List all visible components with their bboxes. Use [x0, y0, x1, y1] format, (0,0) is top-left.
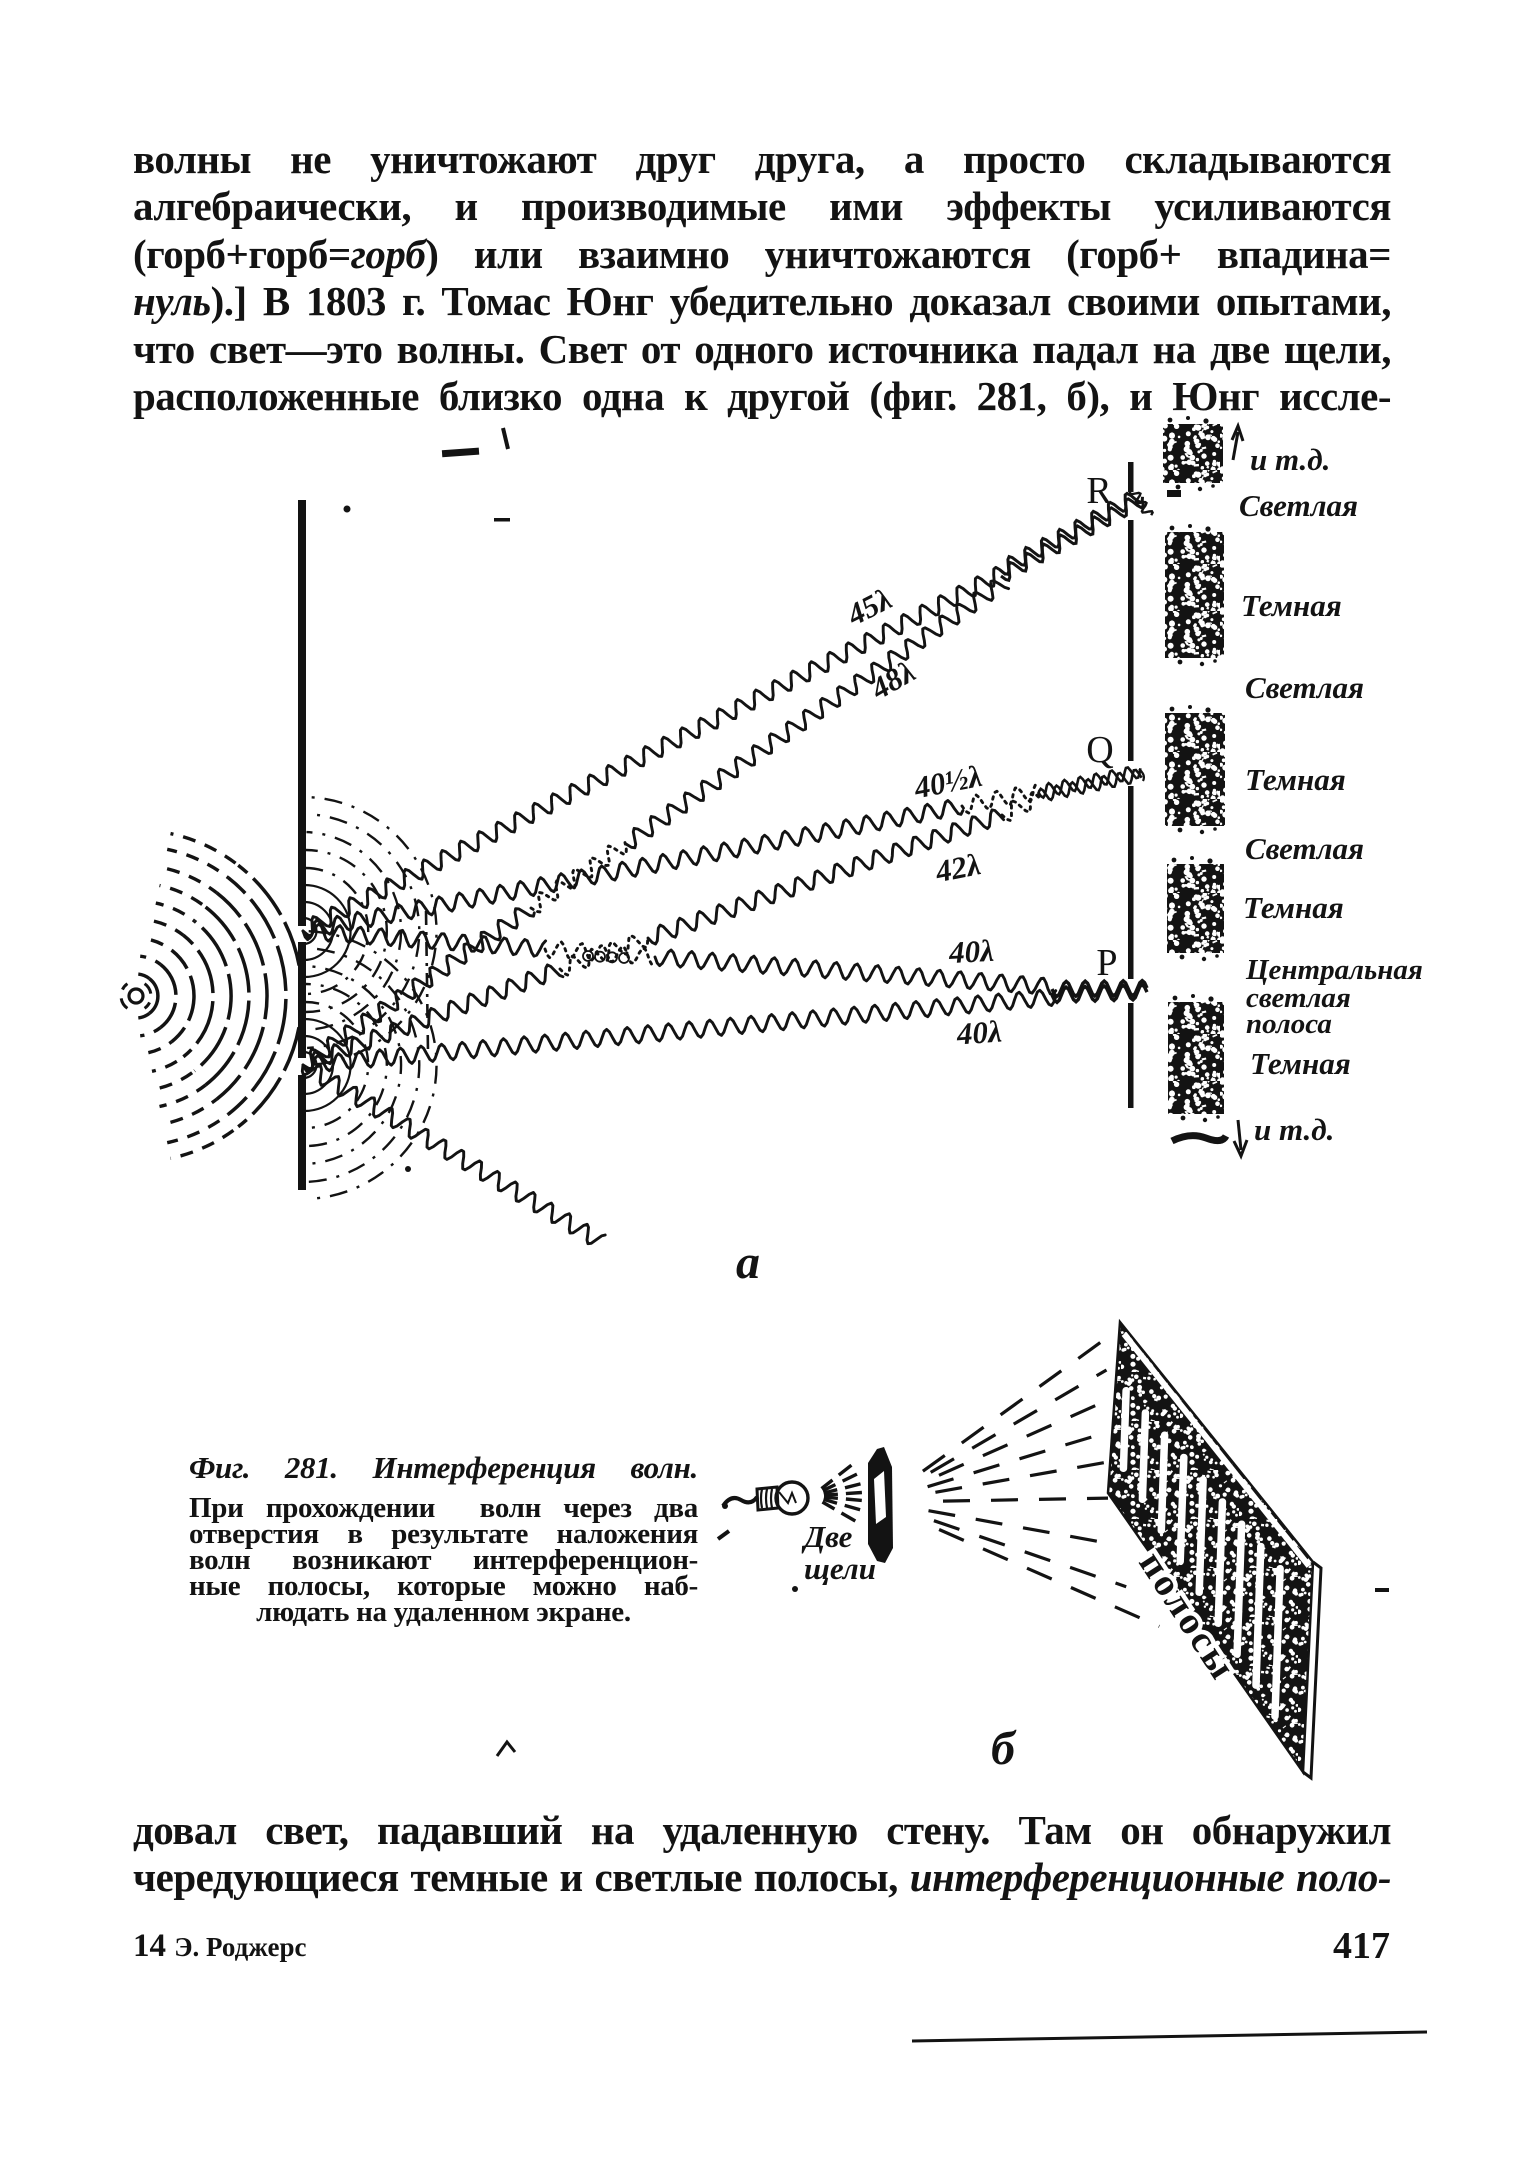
svg-text:Две: Две: [801, 1519, 853, 1554]
svg-text:светлая: светлая: [1246, 982, 1351, 1014]
svg-text:40λ: 40λ: [955, 1014, 1003, 1052]
svg-text:Темная: Темная: [1245, 762, 1346, 797]
svg-text:40λ: 40λ: [947, 933, 995, 970]
svg-text:Светлая: Светлая: [1245, 670, 1364, 705]
svg-text:Светлая: Светлая: [1239, 488, 1358, 523]
svg-text:Центральная: Центральная: [1245, 954, 1423, 986]
svg-text:б: б: [991, 1722, 1017, 1775]
svg-text:а: а: [736, 1236, 760, 1289]
svg-text:щели: щели: [804, 1551, 876, 1586]
svg-text:Q: Q: [1086, 729, 1113, 771]
svg-text:42λ: 42λ: [932, 846, 984, 889]
svg-text:Темная: Темная: [1243, 890, 1344, 925]
svg-text:полоса: полоса: [1246, 1008, 1332, 1040]
svg-text:P: P: [1096, 942, 1117, 984]
svg-text:и т.д.: и т.д.: [1254, 1112, 1334, 1147]
svg-text:и т.д.: и т.д.: [1250, 442, 1330, 477]
svg-text:Темная: Темная: [1250, 1046, 1351, 1081]
svg-text:Темная: Темная: [1241, 588, 1342, 623]
svg-text:48λ: 48λ: [864, 654, 921, 707]
svg-text:Светлая: Светлая: [1245, 831, 1364, 866]
svg-text:R: R: [1086, 470, 1112, 512]
